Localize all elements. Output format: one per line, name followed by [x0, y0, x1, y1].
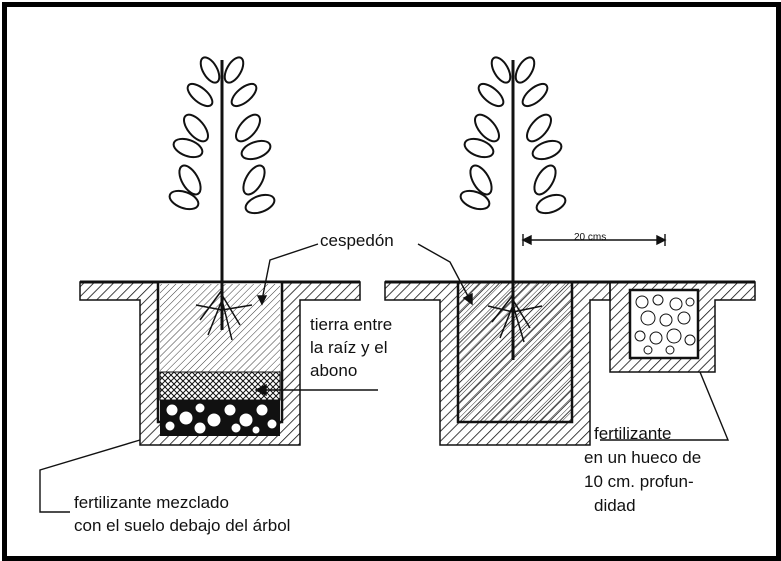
label-fert-hueco-4: didad: [594, 495, 636, 516]
label-la-raiz: la raíz y el: [310, 337, 387, 358]
label-fert-mezclado-1: fertilizante mezclado: [74, 492, 229, 513]
left-middle-layer: [160, 372, 280, 400]
right-hole: [385, 282, 755, 445]
label-tierra-entre: tierra entre: [310, 314, 392, 335]
label-fert-hueco-3: 10 cm. profun-: [584, 471, 694, 492]
label-fert-mezclado-2: con el suelo debajo del árbol: [74, 515, 290, 536]
label-abono: abono: [310, 360, 357, 381]
label-distance: 20 cms: [574, 232, 606, 245]
label-cespedon: cespedón: [320, 230, 394, 251]
label-fert-hueco-1: fertilizante: [594, 423, 671, 444]
label-fert-hueco-2: en un hueco de: [584, 447, 701, 468]
